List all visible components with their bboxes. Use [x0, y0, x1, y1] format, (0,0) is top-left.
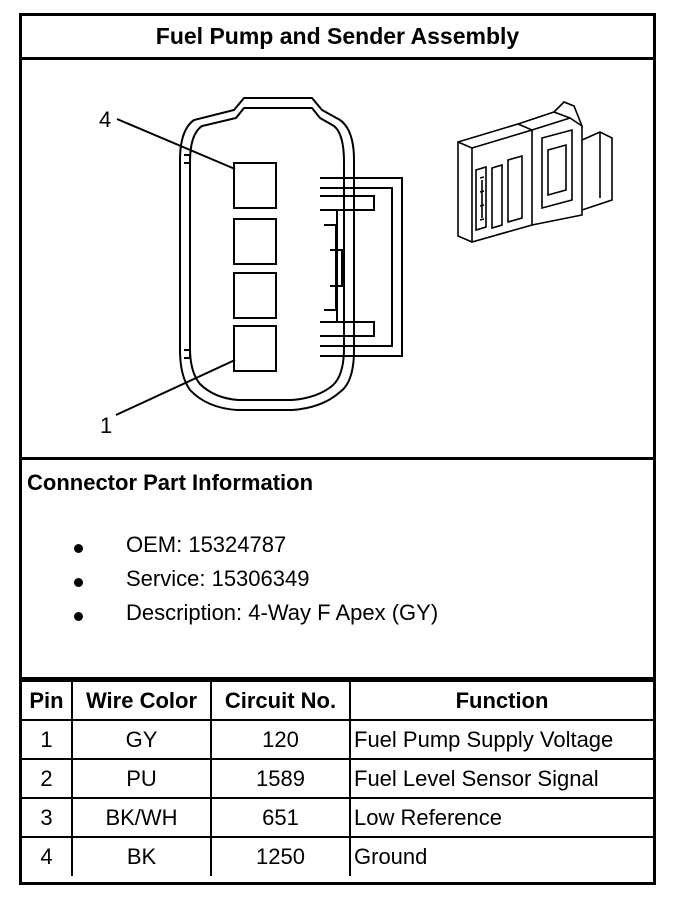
cell-pin: 3	[22, 797, 73, 838]
part-info-oem: OEM: 15324787	[126, 532, 287, 557]
pin-cavity-2	[233, 272, 277, 319]
cell-pin: 2	[22, 758, 73, 799]
header-wire-color: Wire Color	[71, 680, 212, 721]
pin-cavity-3	[233, 218, 277, 265]
bullet-icon	[74, 544, 83, 553]
cell-circuit-no: 1250	[210, 836, 351, 876]
part-info-service: Service: 15306349	[126, 566, 310, 591]
cell-pin: 4	[22, 836, 73, 876]
connector-part-info: Connector Part Information OEM: 15324787…	[22, 460, 653, 680]
cell-function: Ground	[349, 836, 653, 876]
pin-cavity-4	[233, 162, 277, 209]
page-title: Fuel Pump and Sender Assembly	[22, 16, 653, 60]
cell-wire-color: BK/WH	[71, 797, 212, 838]
header-pin: Pin	[22, 680, 73, 721]
cell-function: Fuel Pump Supply Voltage	[349, 719, 653, 760]
callout-1-label: 1	[100, 413, 112, 438]
connector-isometric-view	[457, 101, 613, 243]
cell-circuit-no: 651	[210, 797, 351, 838]
connector-figure: 4 1	[22, 60, 653, 460]
table-row: 3 BK/WH 651 Low Reference	[22, 797, 653, 838]
header-circuit-no: Circuit No.	[210, 680, 351, 721]
callout-1-leader	[115, 359, 236, 416]
connector-shell-outline	[179, 97, 355, 411]
connector-drawing: 4 1	[99, 97, 613, 438]
cell-function: Low Reference	[349, 797, 653, 838]
header-function: Function	[349, 680, 653, 721]
bullet-icon	[74, 612, 83, 621]
cell-circuit-no: 1589	[210, 758, 351, 799]
callout-4-leader	[116, 118, 236, 170]
connector-latch-outline	[320, 177, 403, 357]
pin-cavity-1	[233, 325, 277, 372]
callout-4-label: 4	[99, 107, 111, 132]
part-info-description: Description: 4-Way F Apex (GY)	[126, 600, 439, 625]
document-frame: Fuel Pump and Sender Assembly	[19, 13, 656, 885]
table-row: 1 GY 120 Fuel Pump Supply Voltage	[22, 719, 653, 760]
bullet-icon	[74, 578, 83, 587]
cell-wire-color: GY	[71, 719, 212, 760]
cell-wire-color: BK	[71, 836, 212, 876]
cell-function: Fuel Level Sensor Signal	[349, 758, 653, 799]
part-info-heading: Connector Part Information	[27, 470, 314, 495]
table-row: 4 BK 1250 Ground	[22, 836, 653, 876]
pin-table: Pin Wire Color Circuit No. Function 1 GY…	[22, 680, 653, 876]
table-row: 2 PU 1589 Fuel Level Sensor Signal	[22, 758, 653, 799]
cell-circuit-no: 120	[210, 719, 351, 760]
cell-wire-color: PU	[71, 758, 212, 799]
cell-pin: 1	[22, 719, 73, 760]
pin-table-header-row: Pin Wire Color Circuit No. Function	[22, 680, 653, 721]
